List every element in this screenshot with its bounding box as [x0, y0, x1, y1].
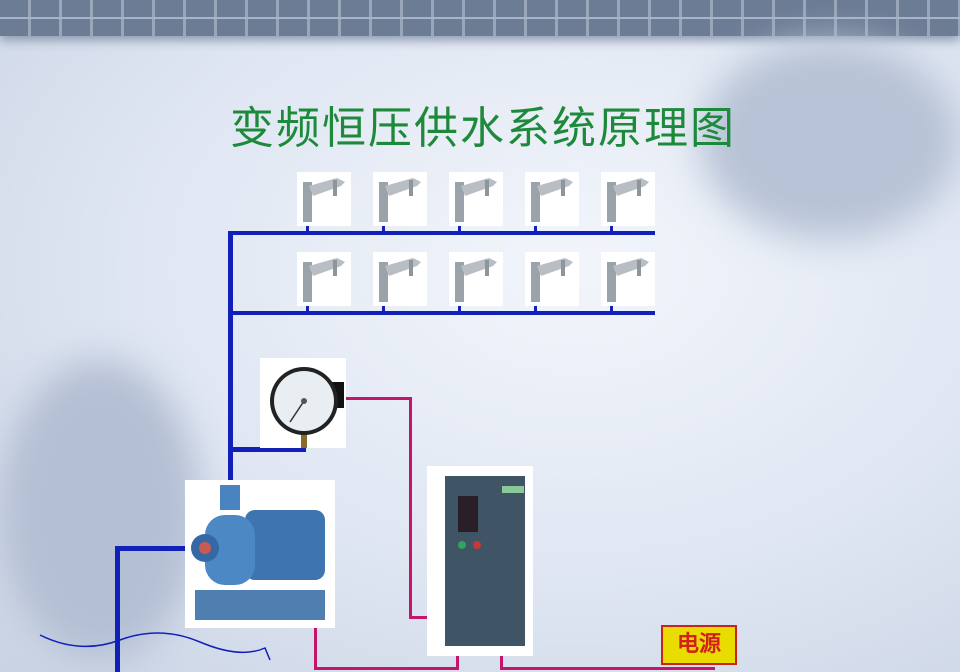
inlet-riser-pipe [115, 546, 120, 672]
pressure-gauge-icon [270, 367, 344, 448]
motor-wire [314, 667, 459, 670]
gauge-pipe [228, 447, 306, 452]
gauge-signal-wire [340, 397, 412, 400]
faucet-icon [455, 178, 497, 222]
faucet [525, 252, 579, 306]
faucet [449, 172, 503, 226]
faucet-icon [531, 178, 573, 222]
faucet [601, 252, 655, 306]
motor-wire [456, 648, 459, 670]
upper-branch-pipe [228, 231, 655, 235]
faucet-feed-pipe [306, 302, 309, 314]
faucet [373, 172, 427, 226]
pump-icon [191, 485, 325, 620]
power-wire [500, 667, 715, 670]
faucet [297, 252, 351, 306]
power-wire [500, 648, 503, 670]
faucet-icon [303, 178, 345, 222]
decorative-background-image [700, 40, 960, 240]
frequency-inverter [427, 466, 533, 656]
power-source-label: 电源 [661, 625, 737, 665]
faucet-icon [607, 258, 649, 302]
main-riser-pipe [228, 231, 233, 491]
faucet [601, 172, 655, 226]
faucet-feed-pipe [382, 222, 385, 234]
inverter-icon [445, 476, 525, 646]
faucet-feed-pipe [534, 222, 537, 234]
faucet-feed-pipe [534, 302, 537, 314]
slide-title: 变频恒压供水系统原理图 [230, 103, 736, 154]
faucet-icon [531, 258, 573, 302]
pressure-gauge [260, 358, 346, 448]
gauge-signal-wire [409, 397, 412, 619]
faucet [525, 172, 579, 226]
lower-branch-pipe [228, 311, 655, 315]
faucet [373, 252, 427, 306]
faucet-feed-pipe [458, 222, 461, 234]
faucet-icon [455, 258, 497, 302]
gauge-signal-wire [409, 616, 441, 619]
faucet [449, 252, 503, 306]
faucet-icon [379, 258, 421, 302]
water-pump [185, 480, 335, 628]
decorative-header-band [0, 0, 960, 36]
faucet-feed-pipe [610, 302, 613, 314]
faucet [297, 172, 351, 226]
faucet-icon [379, 178, 421, 222]
faucet-icon [607, 178, 649, 222]
faucet-icon [303, 258, 345, 302]
faucet-feed-pipe [306, 222, 309, 234]
decorative-background-image [0, 360, 200, 660]
inlet-pipe [115, 546, 200, 551]
faucet-feed-pipe [610, 222, 613, 234]
faucet-feed-pipe [458, 302, 461, 314]
faucet-feed-pipe [382, 302, 385, 314]
water-surface-line [39, 632, 271, 661]
